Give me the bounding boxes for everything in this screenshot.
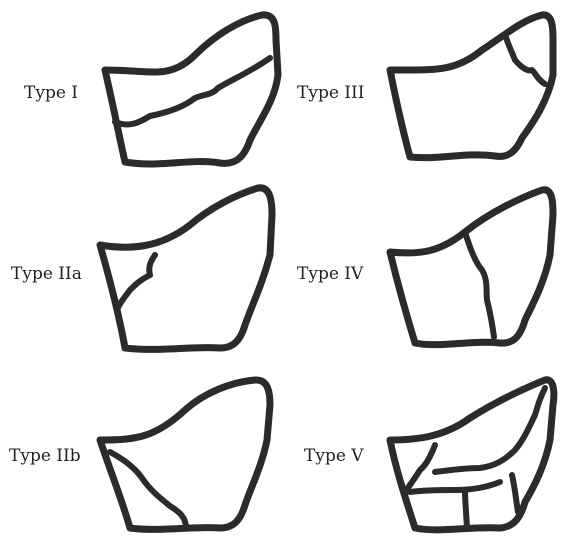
bone-shape-type-2b xyxy=(100,380,270,529)
fracture-line-type-4 xyxy=(465,232,494,337)
bone-shape-type-1 xyxy=(105,15,278,164)
fracture-line-type-5d xyxy=(465,490,467,528)
bone-shape-type-2a xyxy=(100,188,272,350)
fracture-line-type-2b xyxy=(110,452,186,528)
fracture-line-type-5a xyxy=(405,445,435,492)
fracture-line-type-5e xyxy=(512,475,518,512)
fracture-line-type-2a xyxy=(117,255,155,310)
bone-shape-type-4 xyxy=(390,190,553,345)
bone-shape-type-5 xyxy=(390,380,554,530)
fracture-line-type-3 xyxy=(505,34,545,84)
fracture-line-type-5c xyxy=(410,482,500,492)
bone-shape-type-3 xyxy=(390,15,553,158)
